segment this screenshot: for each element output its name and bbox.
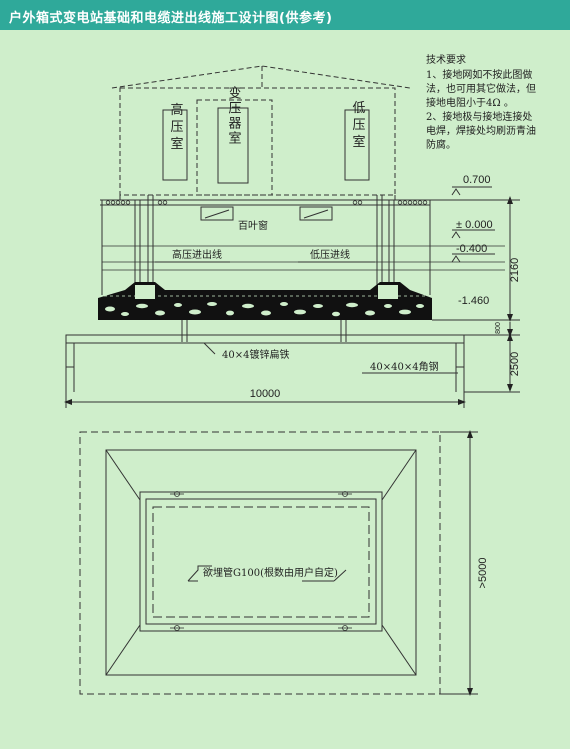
substation-outline xyxy=(111,65,411,200)
elevation-neg2: -1.460 xyxy=(458,295,489,307)
notes-heading: 技术要求 xyxy=(426,53,466,66)
flat-steel-label: 40×4镀锌扁铁 xyxy=(222,348,289,361)
elevation-top: 0.700 xyxy=(463,174,491,186)
elevation-zero: ± 0.000 xyxy=(456,219,493,231)
technical-notes: 技术要求 1、接地网如不按此图做 法，也可用其它做法，但 接地电阻小于4Ω 。 … xyxy=(426,53,536,151)
support-posts xyxy=(181,320,347,342)
plan-dimension xyxy=(440,430,478,696)
louver-label: 百叶窗 xyxy=(238,219,268,232)
dim-2160: 2160 xyxy=(509,258,521,282)
width-value: 10000 xyxy=(250,388,281,400)
louver-windows xyxy=(200,206,333,221)
drawing: 技术要求 1、接地网如不按此图做 法，也可用其它做法，但 接地电阻小于4Ω 。 … xyxy=(64,53,536,696)
dim-800: 800 xyxy=(495,322,502,334)
hv-inlet-label: 高压进出线 xyxy=(172,248,222,261)
width-dimension xyxy=(64,392,466,408)
title-bar: 户外箱式变电站基础和电缆进出线施工设计图(供参考) xyxy=(0,0,570,30)
concrete-slab xyxy=(98,282,432,320)
plan-view xyxy=(79,431,441,695)
angle-steel-label: 40×40×4角钢 xyxy=(370,360,439,373)
note-line: 法，也可用其它做法，但 xyxy=(426,82,536,95)
pipe-label: 欲埋管G100(根数由用户自定) xyxy=(203,566,338,579)
plan-dim-5000: >5000 xyxy=(477,558,489,589)
room-hv: 高压室 xyxy=(168,102,184,154)
room-labels: 高压室 变压器室 低压室 xyxy=(162,85,370,184)
note-line: 电焊，焊接处均刷沥青油 xyxy=(426,124,536,137)
foundation-elevation xyxy=(100,195,505,295)
lv-inlet-label: 低压进线 xyxy=(310,248,350,261)
room-lv: 低压室 xyxy=(350,101,366,152)
grounding-frame xyxy=(65,334,465,392)
note-line: 防腐。 xyxy=(426,138,456,151)
vertical-dimensions xyxy=(432,196,520,393)
note-line: 接地电阻小于4Ω 。 xyxy=(426,96,514,109)
note-line: 2、接地极与接地连接处 xyxy=(426,110,532,123)
note-line: 1、接地网如不按此图做 xyxy=(426,68,532,81)
room-transformer: 变压器室 xyxy=(226,85,242,146)
elevation-neg1: -0.400 xyxy=(456,243,487,255)
dim-2500: 2500 xyxy=(509,352,521,376)
flat-steel-leader xyxy=(203,342,216,355)
elevation-markers xyxy=(451,186,495,263)
gravel-band xyxy=(105,200,428,205)
page-title: 户外箱式变电站基础和电缆进出线施工设计图(供参考) xyxy=(9,11,333,26)
